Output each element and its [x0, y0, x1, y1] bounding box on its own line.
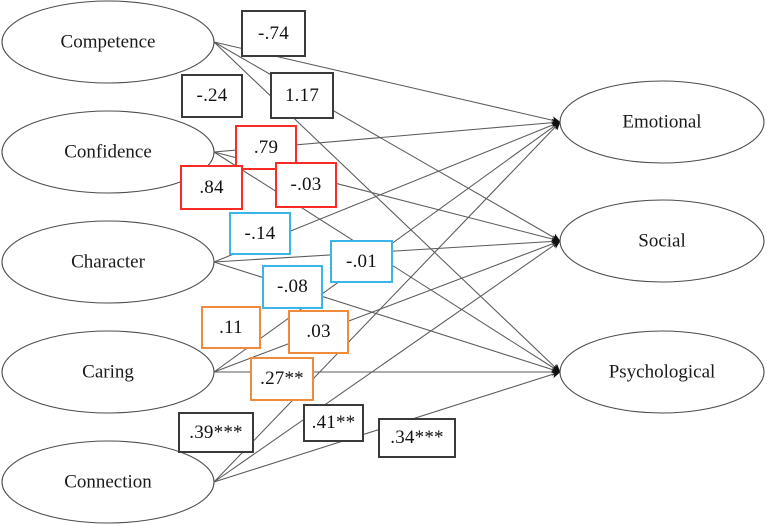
predictor-label-character: Character	[71, 251, 146, 272]
predictor-ellipse-shape	[1, 220, 215, 304]
predictor-node-competence[interactable]: Competence	[1, 0, 215, 84]
predictor-ellipse-shape	[1, 110, 215, 194]
coefficient-box-b-074: -.74	[241, 10, 306, 57]
coefficient-box-b-014: -.14	[229, 212, 291, 255]
predictor-label-caring: Caring	[82, 361, 134, 382]
predictor-label-competence: Competence	[61, 31, 156, 52]
coefficient-box-b-008: -.08	[262, 265, 323, 309]
coefficient-box-b-041: .41**	[303, 404, 364, 442]
coefficient-box-b-027: .27**	[250, 357, 314, 401]
predictor-label-connection: Connection	[64, 471, 152, 492]
outcome-label-emotional: Emotional	[622, 111, 701, 132]
predictor-node-character[interactable]: Character	[1, 220, 215, 304]
coefficient-box-b-117: 1.17	[270, 72, 334, 119]
outcome-ellipse-shape	[559, 199, 765, 283]
coefficient-box-b-003n: -.03	[275, 162, 337, 208]
coefficient-box-b-024: -.24	[181, 74, 243, 118]
outcome-label-psychological: Psychological	[609, 361, 716, 382]
path-arrow-connection-to-emotional	[213, 121, 561, 483]
outcome-ellipse-shape	[559, 330, 765, 414]
predictor-ellipse-shape	[1, 0, 215, 84]
coefficient-box-b-034: .34***	[378, 418, 456, 458]
outcome-node-psychological[interactable]: Psychological	[559, 330, 765, 414]
predictor-node-caring[interactable]: Caring	[1, 330, 215, 414]
outcome-node-social[interactable]: Social	[559, 199, 765, 283]
predictor-ellipse-shape	[1, 330, 215, 414]
coefficient-box-b-001: -.01	[330, 240, 393, 283]
predictor-node-confidence[interactable]: Confidence	[1, 110, 215, 194]
outcome-label-social: Social	[638, 230, 686, 251]
coefficient-box-b-084: .84	[180, 165, 243, 210]
path-arrow-caring-to-social	[213, 240, 561, 373]
path-arrow-connection-to-social	[213, 240, 561, 483]
coefficient-box-b-003p: .03	[288, 310, 349, 354]
coefficient-box-b-011: .11	[201, 306, 261, 349]
outcome-node-emotional[interactable]: Emotional	[559, 80, 765, 164]
predictor-ellipse-shape	[1, 440, 215, 524]
predictor-label-confidence: Confidence	[64, 141, 152, 162]
path-arrow-competence-to-psychological	[213, 41, 561, 373]
outcome-ellipse-shape	[559, 80, 765, 164]
predictor-node-connection[interactable]: Connection	[1, 440, 215, 524]
coefficient-box-b-039: .39***	[178, 412, 254, 453]
